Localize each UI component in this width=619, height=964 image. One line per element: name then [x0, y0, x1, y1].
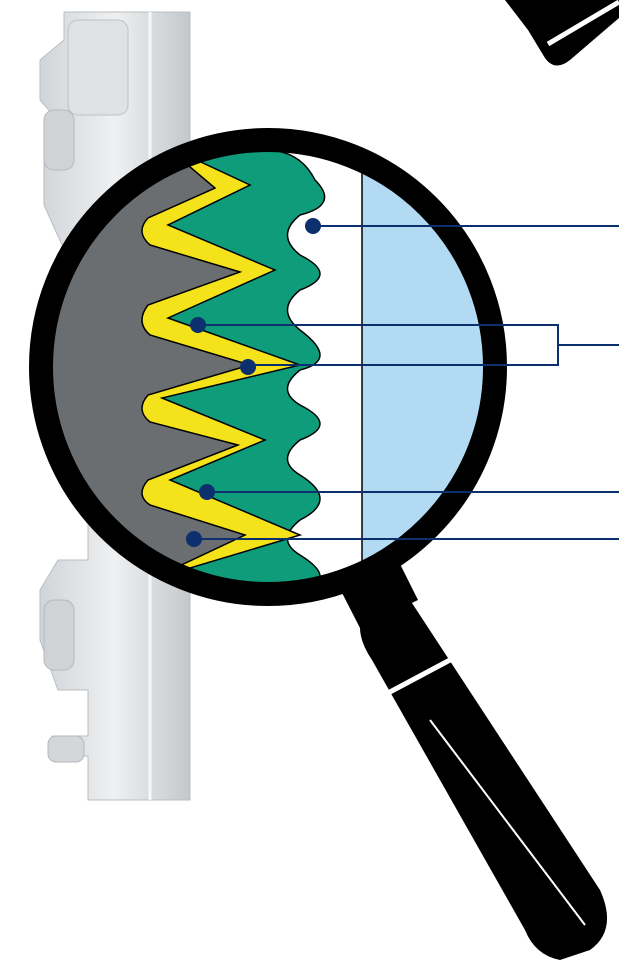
callout-marker-inner-space — [305, 218, 321, 234]
radiator-lower-connector — [44, 600, 74, 670]
radiator-upper-connector — [44, 110, 74, 170]
magnifying-glass-icon — [338, 560, 607, 960]
callout-marker-coating-b — [240, 359, 256, 375]
callout-marker-coating-a — [190, 317, 206, 333]
radiator-top-fin — [68, 20, 128, 115]
handle-fragment-top — [505, 0, 619, 66]
callout-marker-core — [186, 531, 202, 547]
callout-marker-green-layer — [199, 484, 215, 500]
radiator-bottom-nipple — [48, 736, 84, 762]
